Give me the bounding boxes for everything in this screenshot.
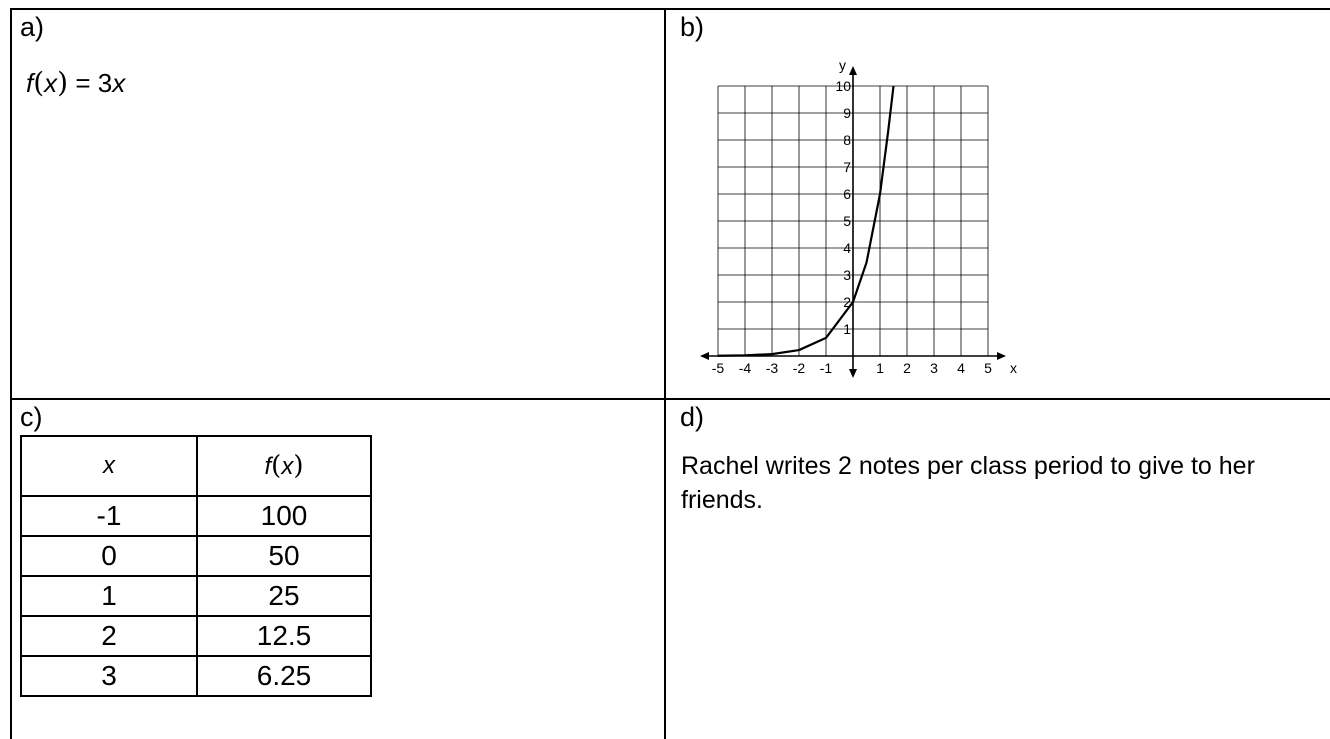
- formula-rhs-var: x: [112, 68, 126, 98]
- table-cell-fx: 50: [196, 535, 372, 577]
- x-tick-label: 1: [876, 360, 884, 376]
- x-axis-arrow-left: [700, 352, 709, 360]
- x-tick-label: 2: [903, 360, 911, 376]
- function-table: x f(x) -1 100 0 50 1 25 2 12.5 3 6.25: [20, 435, 372, 697]
- x-axis-label: x: [1010, 360, 1017, 376]
- table-cell-fx: 25: [196, 575, 372, 617]
- border-left: [10, 8, 12, 739]
- table-header-x: x: [20, 435, 198, 497]
- formula-open-paren: (: [33, 66, 45, 99]
- formula-equals: = 3: [68, 68, 113, 98]
- table-header-row: x f(x): [20, 435, 372, 497]
- y-axis-arrow-down: [849, 369, 857, 378]
- x-tick-label: 5: [984, 360, 992, 376]
- y-tick-label: 5: [843, 213, 851, 229]
- formula-a: f(x) = 3x: [26, 66, 125, 99]
- header-fx-open: (: [271, 450, 282, 481]
- table-cell-x: -1: [20, 495, 198, 537]
- formula-close-paren: ): [57, 66, 69, 99]
- y-tick-label: 9: [843, 105, 851, 121]
- border-top: [10, 8, 1330, 10]
- table-row: 1 25: [20, 575, 372, 617]
- cell-a-label: a): [20, 12, 45, 42]
- y-tick-label: 3: [843, 267, 851, 283]
- table-cell-fx: 100: [196, 495, 372, 537]
- y-axis-arrow-up: [849, 66, 857, 75]
- y-tick-label: 1: [843, 321, 851, 337]
- x-tick-label: -4: [739, 360, 752, 376]
- formula-fn: f: [26, 68, 34, 98]
- header-fx-fn: f: [264, 452, 272, 480]
- table-cell-x: 3: [20, 655, 198, 697]
- y-tick-label: 4: [843, 240, 851, 256]
- cell-c-label: c): [20, 402, 43, 432]
- x-tick-label: 3: [930, 360, 938, 376]
- word-problem-text: Rachel writes 2 notes per class period t…: [681, 452, 1255, 514]
- y-tick-label: 7: [843, 159, 851, 175]
- table-cell-x: 1: [20, 575, 198, 617]
- table-cell-x: 0: [20, 535, 198, 577]
- cell-b-label: b): [680, 12, 705, 42]
- cell-d-label: d): [680, 402, 705, 432]
- table-cell-x: 2: [20, 615, 198, 657]
- table-header-fx: f(x): [196, 435, 372, 497]
- table-row: 3 6.25: [20, 655, 372, 697]
- table-cell-fx: 12.5: [196, 615, 372, 657]
- x-axis-arrow-right: [997, 352, 1006, 360]
- x-tick-label: 4: [957, 360, 965, 376]
- border-middle: [10, 398, 1330, 400]
- header-fx-close: ): [293, 450, 304, 481]
- table-row: 2 12.5: [20, 615, 372, 657]
- formula-var: x: [44, 68, 58, 98]
- x-tick-label: -2: [793, 360, 806, 376]
- x-tick-label: -5: [712, 360, 725, 376]
- y-tick-label: 8: [843, 132, 851, 148]
- table-row: 0 50: [20, 535, 372, 577]
- table-row: -1 100: [20, 495, 372, 537]
- exponential-graph: x y -5 -4 -3 -2 -1 1 2 3 4 5 1 2 3 4 5 6 7 8 9 10: [700, 57, 1017, 378]
- y-tick-label: 6: [843, 186, 851, 202]
- x-tick-label: -3: [766, 360, 779, 376]
- y-tick-label: 2: [843, 294, 851, 310]
- header-fx-var: x: [281, 452, 294, 480]
- border-center: [664, 8, 666, 739]
- x-tick-label: -1: [820, 360, 833, 376]
- y-axis-label: y: [839, 57, 846, 73]
- table-cell-fx: 6.25: [196, 655, 372, 697]
- function-curve: [717, 85, 895, 357]
- y-tick-label: 10: [835, 78, 851, 94]
